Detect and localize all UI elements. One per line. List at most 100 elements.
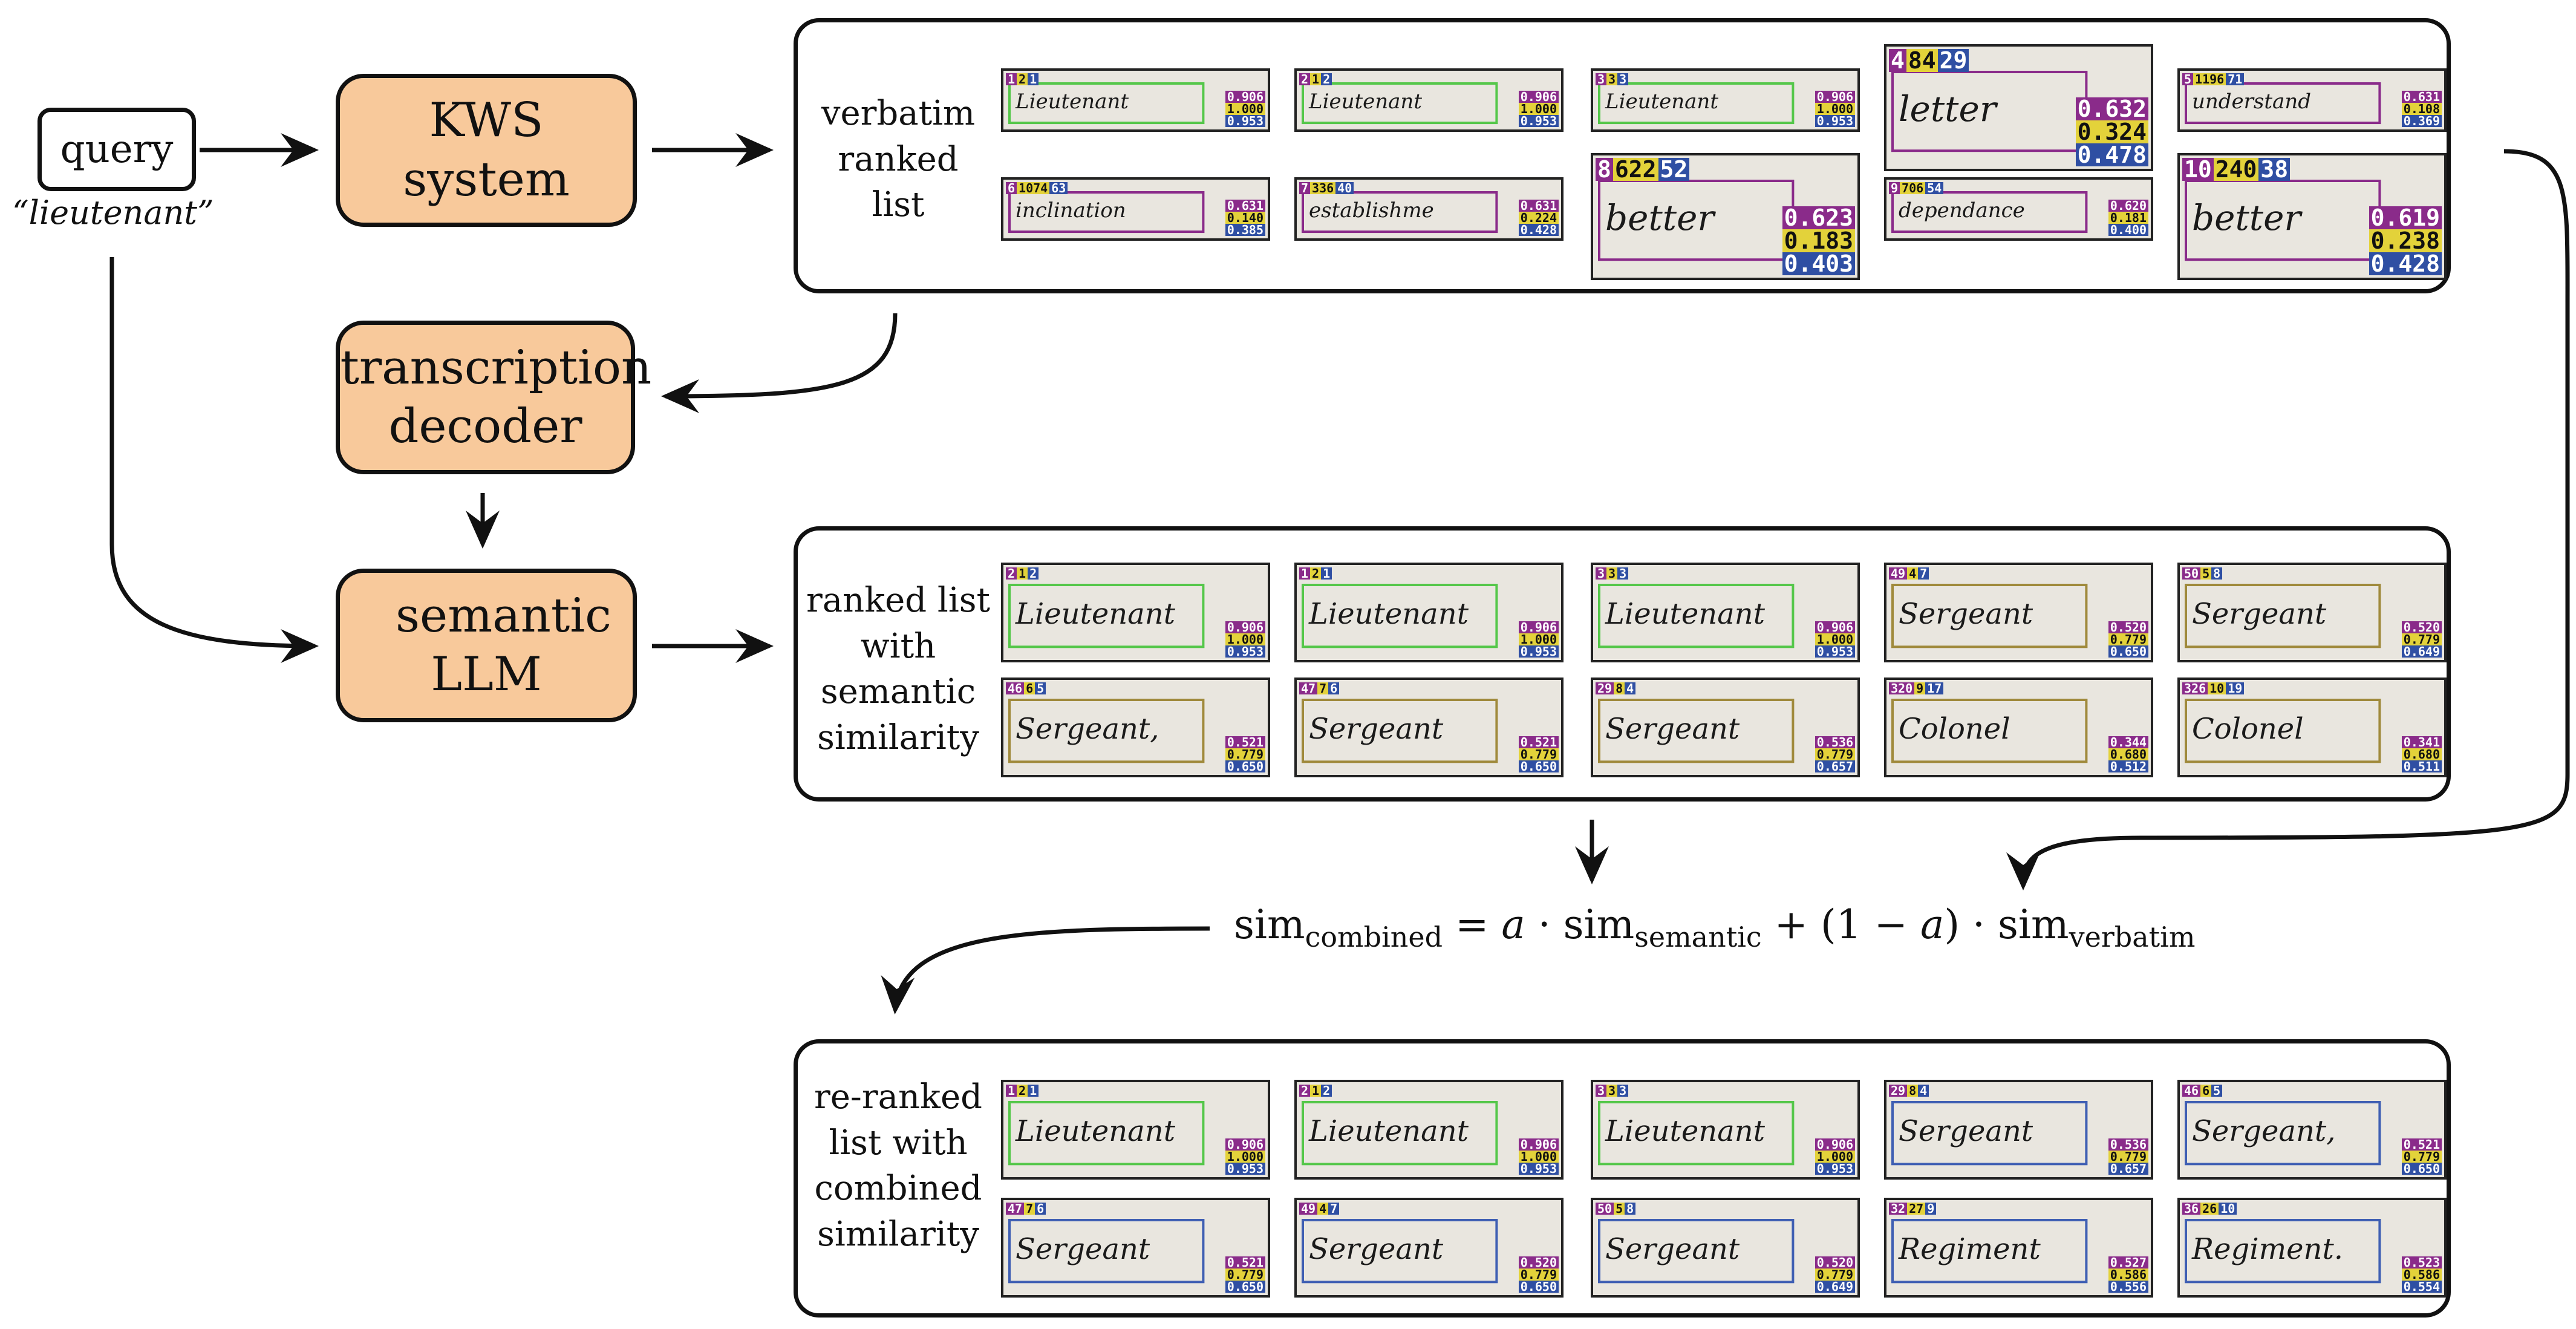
- score-value: 0.779: [2401, 633, 2442, 645]
- rank-value: 3: [1617, 73, 1629, 85]
- rank-value: 3: [1606, 73, 1618, 85]
- handwritten-word: better: [2192, 197, 2301, 239]
- formula-eq: =: [1443, 901, 1502, 948]
- formula-sim: sim: [1234, 901, 1305, 948]
- score-value: 0.650: [2108, 645, 2148, 658]
- score-value: 0.428: [2369, 252, 2442, 275]
- score-value: 0.953: [1815, 1163, 1855, 1175]
- word-image: [1008, 699, 1205, 763]
- score-value: 0.183: [1782, 229, 1855, 252]
- rank-value: 2: [1310, 567, 1322, 580]
- score-value: 0.953: [1815, 645, 1855, 658]
- rank-value: 1074: [1017, 182, 1050, 194]
- score-value: 0.344: [2108, 736, 2148, 748]
- kws-system-label: KWS system: [403, 93, 570, 207]
- score-value: 0.536: [1815, 736, 1855, 748]
- score-value: 0.521: [2401, 1138, 2442, 1151]
- rank-value: 4: [1918, 1085, 1929, 1097]
- word-image: [1598, 1101, 1795, 1166]
- score-value: 0.650: [1225, 760, 1265, 772]
- score-value: 0.953: [1225, 1163, 1265, 1175]
- score-value: 0.619: [2369, 206, 2442, 229]
- rank-value: 8: [1596, 158, 1613, 181]
- rank-value: 4: [1625, 682, 1636, 694]
- handwritten-word: Sergeant: [1899, 1114, 2033, 1148]
- word-image: [1302, 1219, 1498, 1284]
- word-image: [1598, 699, 1795, 763]
- word-image: [1008, 584, 1205, 648]
- word-bounding-box: [1008, 191, 1205, 233]
- score-value: 0.586: [2401, 1269, 2442, 1281]
- formula-close: ) ·: [1944, 901, 1998, 948]
- score-value: 0.779: [1815, 1269, 1855, 1281]
- rank-value: 47: [1299, 682, 1318, 694]
- score-value: 0.403: [1782, 252, 1855, 275]
- rank-value: 706: [1900, 182, 1926, 194]
- handwritten-word: Lieutenant: [1309, 596, 1469, 631]
- word-bounding-box: [1891, 584, 2088, 648]
- handwritten-word: Sergeant,: [1016, 711, 1159, 746]
- handwritten-word: Sergeant: [1605, 711, 1740, 746]
- rank-value: 1: [1017, 567, 1028, 580]
- rank-value: 46: [2182, 1085, 2201, 1097]
- word-image: [1302, 1101, 1498, 1166]
- rank-value: 1: [1299, 567, 1311, 580]
- query-box: query: [37, 108, 196, 191]
- word-bounding-box: [1302, 1219, 1498, 1284]
- rank-value: 2: [1299, 73, 1311, 85]
- word-bounding-box: [1598, 1101, 1795, 1166]
- rank-value: 5: [2200, 567, 2212, 580]
- formula-sub-verbatim: verbatim: [2069, 921, 2196, 954]
- score-value: 0.238: [2369, 229, 2442, 252]
- rank-value: 40: [1335, 182, 1354, 194]
- reranked-list-label: re-ranked list with combined similarity: [814, 1077, 982, 1254]
- combined-similarity-formula: simcombined = a · simsemantic + (1 − a) …: [1234, 901, 2195, 953]
- word-image: [2185, 699, 2381, 763]
- handwritten-word: Regiment: [1899, 1232, 2041, 1266]
- rank-value: 2: [1321, 1085, 1332, 1097]
- word-image: [1302, 584, 1498, 648]
- semantic-llm-box: semantic LLM: [336, 569, 637, 722]
- word-bounding-box: [2185, 584, 2381, 648]
- word-bounding-box: [1008, 699, 1205, 763]
- rank-value: 2: [1006, 567, 1017, 580]
- formula-sim-semantic: sim: [1563, 901, 1635, 948]
- formula-plus: + (1 −: [1761, 901, 1920, 948]
- rank-value: 6: [2200, 1085, 2212, 1097]
- rank-value: 1: [1028, 73, 1039, 85]
- rank-value: 2: [1028, 567, 1039, 580]
- rank-value: 3: [1606, 1085, 1618, 1097]
- score-value: 0.512: [2108, 760, 2148, 772]
- score-value: 0.779: [2108, 1151, 2148, 1163]
- handwritten-word: Lieutenant: [1016, 90, 1129, 114]
- handwritten-word: Lieutenant: [1309, 90, 1422, 114]
- rank-value: 29: [1889, 1085, 1908, 1097]
- arrow-query-to-llm: [109, 257, 319, 663]
- word-bounding-box: [2185, 1101, 2381, 1166]
